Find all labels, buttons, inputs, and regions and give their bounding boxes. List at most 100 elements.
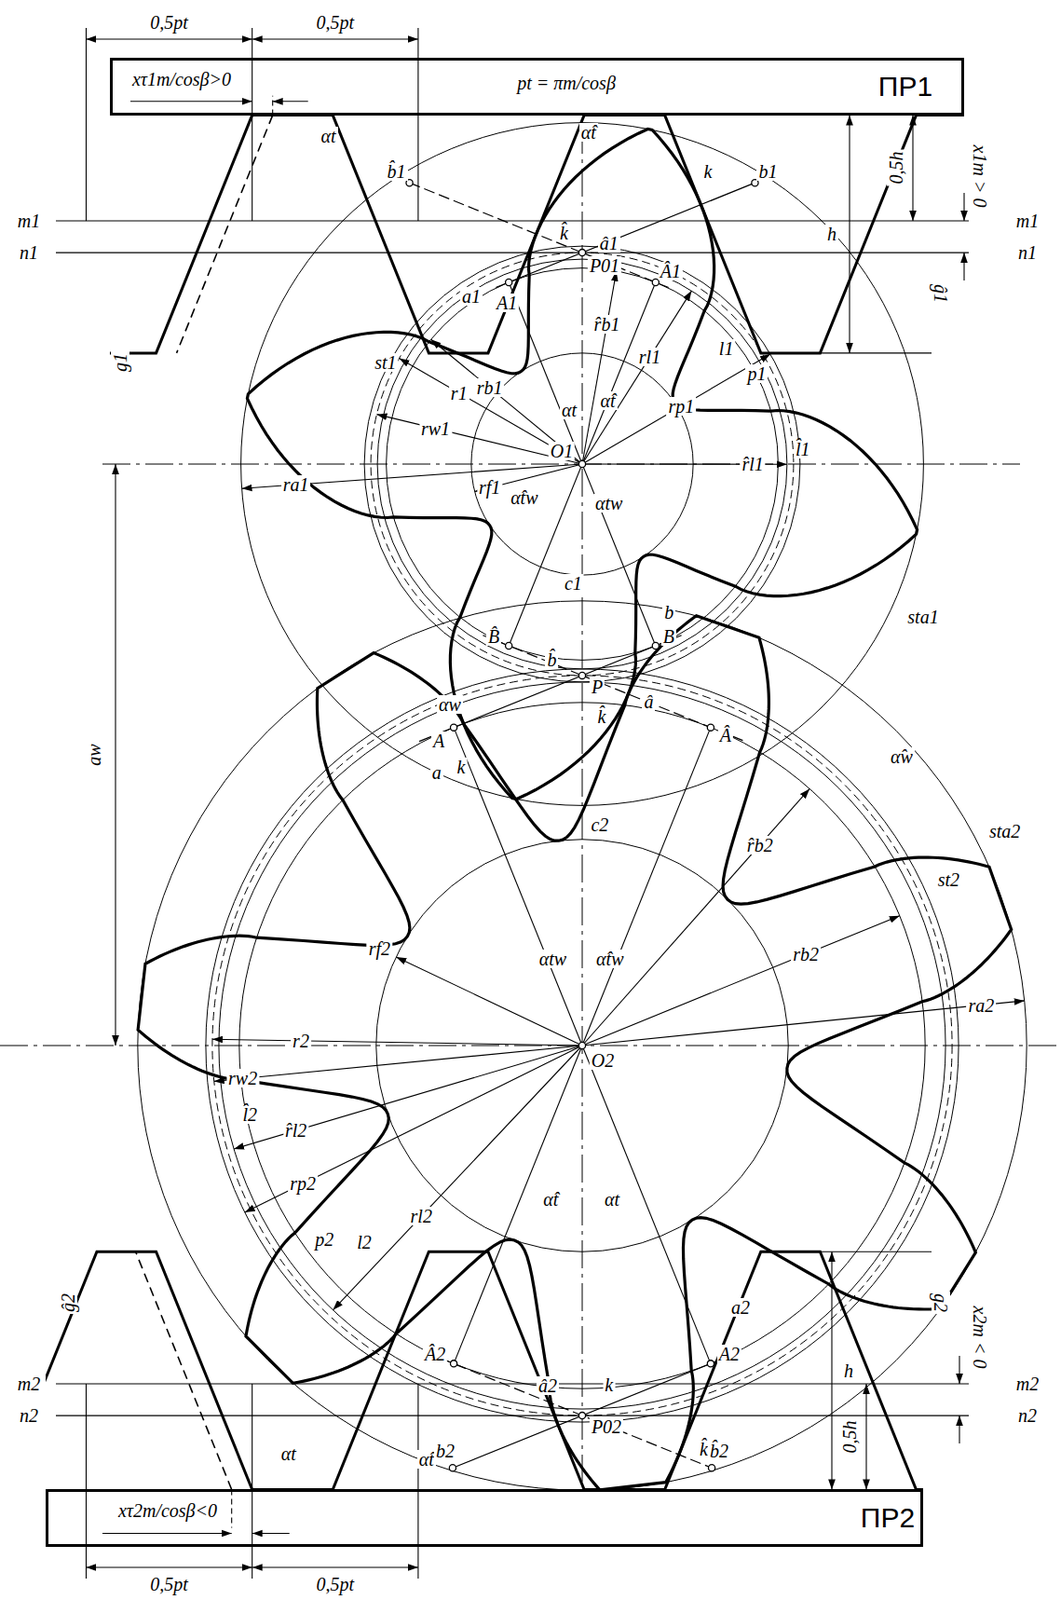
center-line bbox=[102, 463, 1021, 465]
rack-title: ПР1 bbox=[876, 72, 935, 101]
drawing-label: g2 bbox=[931, 1291, 951, 1314]
shifted-flank bbox=[136, 1251, 232, 1489]
pitch-line bbox=[55, 220, 969, 222]
radius-line bbox=[582, 463, 656, 646]
drawing-label: αtw bbox=[537, 949, 569, 968]
shift-arrow bbox=[252, 1532, 290, 1534]
point-marker bbox=[578, 460, 585, 467]
rack-band: xτ2m/cosβ<0ПР2 bbox=[45, 1488, 924, 1547]
dimension-line bbox=[865, 1383, 867, 1489]
drawing-label: αt bbox=[559, 400, 579, 420]
drawing-label: P01 bbox=[587, 256, 622, 275]
drawing-label: ra2 bbox=[965, 995, 996, 1015]
shift-arrow bbox=[272, 100, 309, 102]
drawing-label: â bbox=[641, 692, 655, 711]
radius-arrow bbox=[233, 1045, 583, 1149]
gear-circle bbox=[241, 122, 925, 806]
radius-arrow bbox=[395, 956, 583, 1046]
drawing-label: O1 bbox=[548, 441, 575, 461]
rack-formula: xτ2m/cosβ<0 bbox=[116, 1500, 219, 1520]
rack-formula: pt = πm/cosβ bbox=[515, 73, 618, 93]
drawing-label: αt bbox=[279, 1443, 299, 1463]
drawing-label: g1 bbox=[110, 351, 130, 374]
radius-arrow bbox=[582, 271, 617, 464]
drawing-label: Â1 bbox=[658, 261, 683, 281]
dimension-line bbox=[830, 1251, 832, 1489]
radius-arrow bbox=[332, 1045, 583, 1310]
drawing-label: rw2 bbox=[226, 1068, 259, 1088]
radius-arrow bbox=[399, 357, 583, 464]
point-marker bbox=[578, 1411, 585, 1418]
line-of-action bbox=[409, 182, 669, 287]
gear-profile bbox=[137, 615, 1012, 1490]
point-marker bbox=[707, 723, 714, 731]
drawing-label: sta2 bbox=[987, 821, 1022, 841]
point-marker bbox=[505, 278, 513, 286]
drawing-label: 0,5pt bbox=[314, 13, 357, 32]
drawing-label: â1 bbox=[598, 233, 621, 253]
drawing-label: l̂1 bbox=[793, 439, 813, 459]
drawing-label: rw1 bbox=[419, 419, 452, 438]
drawing-label: αtw bbox=[593, 493, 625, 513]
radius-arrow bbox=[244, 1045, 583, 1212]
drawing-label: 0,5pt bbox=[314, 1574, 357, 1593]
drawing-label: B bbox=[661, 626, 677, 646]
rack-formula: xτ1m/cosβ>0 bbox=[130, 69, 233, 89]
drawing-label: b̂1 bbox=[385, 162, 409, 181]
gear-circle bbox=[364, 245, 801, 682]
drawing-label: Â2 bbox=[422, 1344, 448, 1363]
drawing-label: αw bbox=[436, 694, 463, 714]
radius-line bbox=[453, 1045, 583, 1363]
drawing-label: k̂ bbox=[596, 707, 609, 726]
radius-line bbox=[582, 1045, 711, 1363]
drawing-label: r1 bbox=[448, 383, 470, 403]
drawing-label: b1 bbox=[756, 162, 779, 181]
extension-line bbox=[231, 1488, 232, 1527]
drawing-label: α̂tw bbox=[508, 488, 540, 507]
drawing-label: P02 bbox=[589, 1416, 624, 1436]
drawing-label: n1 bbox=[17, 243, 41, 262]
radius-line bbox=[453, 727, 583, 1046]
radius-line bbox=[582, 727, 711, 1046]
dimension-line bbox=[252, 1565, 419, 1567]
drawing-label: rf1 bbox=[476, 477, 503, 497]
drawing-label: 0,5pt bbox=[148, 13, 191, 32]
drawing-label: â2 bbox=[536, 1375, 559, 1395]
shift-arrow bbox=[130, 100, 253, 102]
rack-band: xτ1m/cosβ>0 pt = πm/cosβ ПР1 bbox=[109, 57, 965, 116]
drawing-label: k̂ bbox=[557, 223, 571, 243]
point-marker bbox=[652, 641, 659, 649]
drawing-label: x1m > 0 bbox=[970, 143, 990, 210]
drawing-label: r2 bbox=[290, 1031, 312, 1050]
dimension-line bbox=[114, 463, 116, 1046]
drawing-label: B̂ bbox=[486, 626, 502, 646]
radius-arrow bbox=[582, 788, 810, 1046]
radius-arrow bbox=[582, 915, 900, 1046]
drawing-label: P bbox=[589, 677, 605, 696]
drawing-label: x2m < 0 bbox=[970, 1304, 990, 1371]
dimension-line bbox=[963, 192, 965, 221]
point-marker bbox=[707, 1464, 715, 1471]
extension-line bbox=[782, 352, 932, 354]
drawing-label: b2 bbox=[434, 1441, 457, 1460]
pitch-line bbox=[55, 252, 969, 254]
dimension-line bbox=[252, 38, 419, 40]
drawing-label: p2 bbox=[312, 1229, 336, 1249]
drawing-label: m1 bbox=[15, 211, 42, 231]
dimension-line bbox=[911, 115, 913, 221]
drawing-label: r̂l1 bbox=[739, 454, 765, 474]
shift-arrow bbox=[102, 1532, 232, 1534]
drawing-label: Â bbox=[718, 725, 734, 745]
drawing-label: st1 bbox=[372, 353, 398, 372]
drawing-label: α̂tw bbox=[594, 949, 626, 968]
drawing-label: ra1 bbox=[281, 475, 312, 494]
drawing-label: 0,5h bbox=[886, 149, 906, 187]
drawing-label: α̂t bbox=[541, 1189, 560, 1209]
drawing-label: ĝ2 bbox=[58, 1291, 78, 1314]
drawing-label: α̂t bbox=[598, 391, 618, 410]
drawing-label: αt bbox=[319, 126, 339, 146]
line-of-action bbox=[482, 635, 746, 742]
radius-line bbox=[582, 282, 656, 464]
illustration-layer bbox=[0, 27, 1061, 1578]
